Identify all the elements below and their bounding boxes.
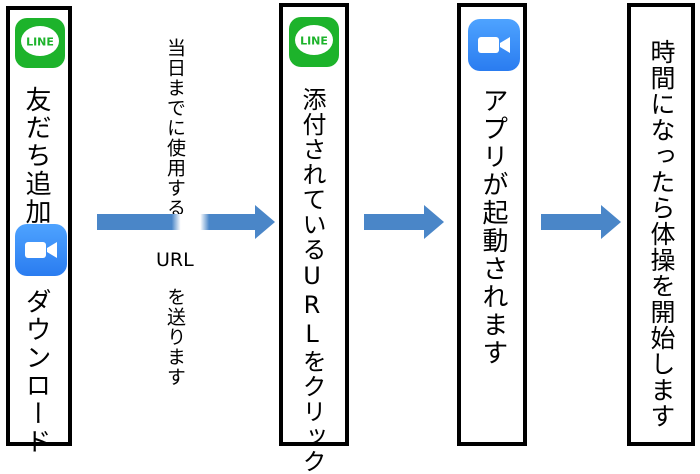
step-box-start-exercise: 時間になったら体操を開始します	[627, 3, 695, 446]
add-friend-label: 友だち追加	[21, 86, 51, 226]
app-launch-label: アプリが起動されます	[478, 87, 508, 367]
click-url-label: 添付されているURLをクリック	[298, 87, 326, 474]
line-app-icon: LINE	[15, 18, 65, 68]
step-box-click-url: LINE 添付されているURLをクリック	[279, 3, 349, 474]
arrow-2	[364, 205, 444, 239]
arrow-1	[97, 205, 275, 239]
line-logo-text: LINE	[26, 36, 54, 49]
video-camera-icon	[25, 242, 57, 258]
line-bubble-icon: LINE	[295, 25, 333, 55]
line-logo-text: LINE	[300, 35, 328, 48]
arrow-3	[541, 205, 621, 239]
line-app-icon: LINE	[289, 17, 339, 67]
start-exercise-label: 時間になったら体操を開始します	[647, 39, 676, 429]
zoom-app-icon	[468, 19, 520, 71]
step-box-app-launch: アプリが起動されます	[457, 3, 527, 446]
line-bubble-icon: LINE	[21, 26, 59, 56]
video-camera-icon	[478, 37, 510, 53]
send-url-line2: URL	[156, 249, 194, 271]
step-box-add-friend-download: LINE 友だち追加 ダウンロード	[6, 6, 72, 456]
send-url-line1: 当日までに使用する	[164, 38, 186, 218]
zoom-app-icon	[15, 224, 67, 276]
send-url-line3: を送ります	[164, 287, 186, 387]
download-label: ダウンロード	[21, 288, 51, 456]
